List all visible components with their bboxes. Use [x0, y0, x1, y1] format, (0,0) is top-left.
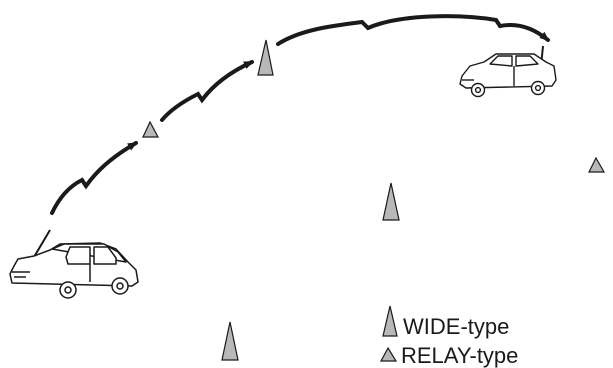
- legend-label-wide: WIDE-type: [403, 314, 509, 339]
- legend-label-relay: RELAY-type: [401, 343, 518, 368]
- signal-hop-3: [276, 14, 550, 46]
- destination-vehicle-icon: [459, 45, 557, 98]
- relay-antenna-icon: [379, 346, 398, 362]
- signal-hop-1: [50, 141, 138, 215]
- relay-antenna-icon: [142, 120, 159, 138]
- legend-item-relay: RELAY-type: [379, 343, 518, 368]
- signal-hop-2: [160, 60, 254, 122]
- wide-antenna-icon: [221, 321, 239, 361]
- wide-antenna-icon: [257, 39, 274, 76]
- origin-vehicle-icon: [9, 229, 139, 299]
- wide-antenna-icon: [382, 305, 398, 337]
- wide-antenna-icon: [382, 182, 400, 221]
- legend-item-wide: WIDE-type: [382, 305, 509, 339]
- legend: WIDE-type RELAY-type: [379, 305, 518, 368]
- relay-antenna-icon: [588, 156, 606, 173]
